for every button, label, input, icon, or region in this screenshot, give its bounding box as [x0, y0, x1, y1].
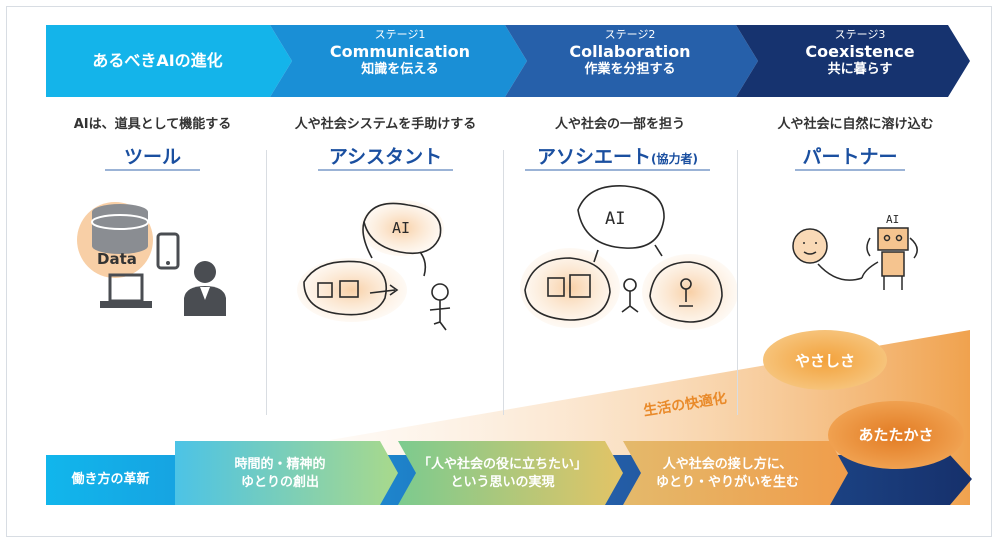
smartphone-icon: [156, 232, 180, 270]
column-divider-1: [266, 150, 267, 415]
stage2-subtitle: 作業を分担する: [584, 62, 676, 77]
assistant-sketch: [303, 202, 451, 331]
work-item-3-line1: 人や社会の接し方に、: [662, 457, 793, 472]
role-partner-description: 人や社会に自然に溶け込む: [777, 117, 934, 132]
role-tool-title: ツール: [123, 146, 181, 168]
role-associate-title-box: アソシエート(協力者): [525, 142, 710, 171]
stage1-number: ステージ1: [374, 28, 426, 41]
role-assistant-title: アシスタント: [328, 146, 443, 168]
stage1-title: Communication: [329, 42, 471, 61]
person-icon: [184, 261, 226, 316]
work-item-3: 人や社会の接し方に、 ゆとり・やりがいを生む: [625, 456, 830, 492]
database-icon: [91, 204, 149, 254]
kindness-label: やさしさ: [794, 352, 855, 370]
warmth-bubble: [828, 401, 964, 469]
associate-sketch: [524, 185, 723, 323]
stage2-title: Collaboration: [569, 42, 691, 61]
column-divider-2: [503, 150, 504, 415]
header-arrow-stage3: [736, 25, 970, 97]
work-item-1-line1: 時間的・精神的: [234, 457, 326, 472]
header-arrow-stage2: [505, 25, 758, 97]
header-stage2: ステージ2 Collaboration 作業を分担する: [520, 28, 740, 78]
stage3-number: ステージ3: [834, 28, 886, 41]
partner-sketch: [792, 227, 918, 290]
warmth-label: あたたかさ: [858, 426, 934, 444]
laptop-icon: [100, 273, 152, 308]
header-stage3: ステージ3 Coexistence 共に暮らす: [750, 28, 970, 78]
work-innovation-label: 働き方の革新: [71, 472, 150, 487]
stage3-title: Coexistence: [805, 42, 915, 61]
header-arrow-intro: [46, 25, 292, 97]
work-item-3-line2: ゆとり・やりがいを生む: [655, 475, 799, 490]
partner-ai-sketch-label: AI: [886, 213, 899, 226]
stage1-subtitle: 知識を伝える: [361, 62, 439, 77]
work-item-2: 「人や社会の役に立ちたい」 という思いの実現: [400, 456, 605, 492]
work-item-2-line1: 「人や社会の役に立ちたい」: [417, 457, 587, 472]
associate-ai-sketch-label: AI: [605, 209, 625, 229]
header-intro: あるべきAIの進化: [92, 51, 223, 70]
associate-person-blob: [642, 254, 738, 330]
assistant-ai-sketch-label: AI: [392, 219, 410, 237]
header-stage1: ステージ1 Communication 知識を伝える: [290, 28, 510, 78]
role-tool-description: AIは、道具として機能する: [73, 117, 232, 132]
work-arrow-3: [623, 441, 848, 505]
assistant-ai-blob: [360, 200, 444, 256]
work-arrow-2: [398, 441, 623, 505]
work-item-2-line2: という思いの実現: [450, 475, 555, 490]
kindness-bubble: [763, 330, 887, 390]
work-item-1: 時間的・精神的 ゆとりの創出: [180, 456, 380, 492]
work-arrow-1: [175, 441, 398, 505]
role-assistant-title-box: アシスタント: [318, 142, 453, 171]
role-associate-title: アソシエート: [537, 146, 652, 168]
role-associate-title-note: (協力者): [651, 152, 698, 166]
role-tool-title-box: ツール: [105, 142, 200, 171]
figure-frame: [6, 6, 992, 537]
header-arrow-stage1: [270, 25, 527, 97]
tool-data-label: Data: [97, 250, 137, 268]
column-divider-3: [737, 150, 738, 415]
role-partner-title-box: パートナー: [795, 142, 905, 171]
work-item-1-line2: ゆとりの創出: [240, 475, 319, 490]
stage3-subtitle: 共に暮らす: [827, 62, 893, 77]
role-assistant-description: 人や社会システムを手助けする: [294, 117, 477, 132]
role-partner-title: パートナー: [802, 146, 898, 168]
stage2-number: ステージ2: [604, 28, 656, 41]
role-associate-description: 人や社会の一部を担う: [554, 117, 685, 132]
